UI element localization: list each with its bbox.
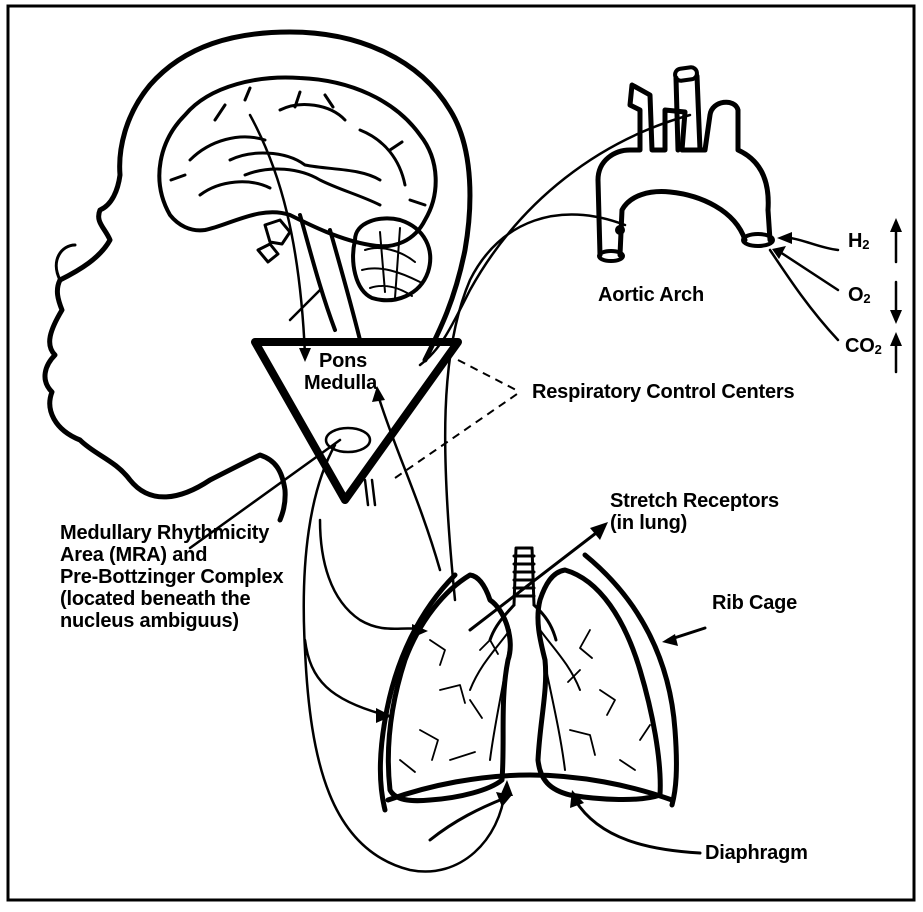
pons-label: Pons [319, 350, 367, 372]
mra-label-line-3: Pre-Bottzinger Complex [60, 566, 283, 588]
h2-label: H2 [848, 230, 869, 254]
mra-label-line-1: Medullary Rhythmicity [60, 522, 269, 544]
mra-label-line-5: nucleus ambiguus) [60, 610, 239, 632]
medulla-label: Medulla [304, 372, 377, 394]
diaphragm-label: Diaphragm [705, 842, 808, 864]
stretch-receptors-label: Stretch Receptors [610, 490, 779, 512]
rib-cage-label: Rib Cage [712, 592, 797, 614]
mra-label-line-2: Area (MRA) and [60, 544, 207, 566]
stretch-receptors-sublabel: (in lung) [610, 512, 687, 534]
mra-label-line-4: (located beneath the [60, 588, 250, 610]
co2-label: CO2 [845, 335, 882, 359]
respiratory-control-centers-label: Respiratory Control Centers [532, 381, 794, 403]
aortic-arch-label: Aortic Arch [598, 284, 704, 306]
o2-label: O2 [848, 284, 870, 308]
